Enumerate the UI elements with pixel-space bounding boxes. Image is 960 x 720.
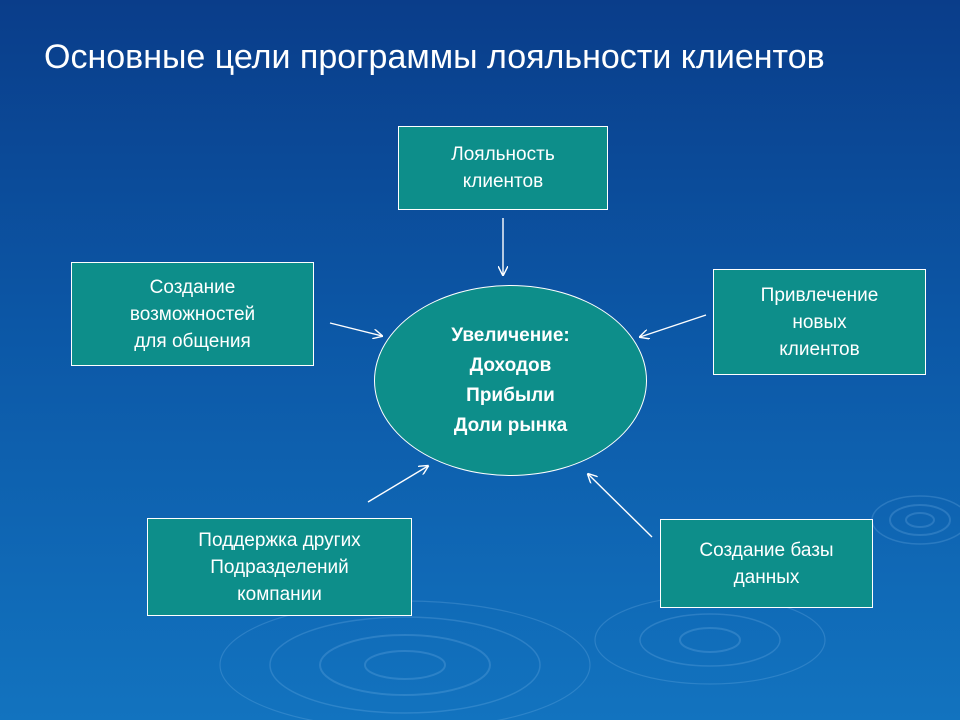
arrow-departments-to-center bbox=[367, 466, 428, 503]
node-label: Привлечение новых клиентов bbox=[760, 284, 879, 360]
arrow-new-clients-to-center bbox=[640, 314, 707, 337]
arrow-database-to-center bbox=[588, 474, 653, 538]
node-attracting-new-clients: Привлечение новых клиентов bbox=[713, 269, 926, 375]
node-label: Создание базы данных bbox=[699, 539, 834, 588]
node-label: Поддержка других Подразделений компании bbox=[198, 529, 361, 605]
slide-title: Основные цели программы лояльности клиен… bbox=[44, 38, 825, 76]
node-customer-loyalty: Лояльность клиентов bbox=[398, 126, 608, 210]
node-supporting-departments: Поддержка других Подразделений компании bbox=[147, 518, 412, 616]
node-label: Создание возможностей для общения bbox=[129, 276, 256, 352]
arrow-communication-to-center bbox=[329, 322, 382, 336]
node-label: Лояльность клиентов bbox=[451, 144, 555, 192]
center-goal-label: Увеличение: Доходов Прибыли Доли рынка bbox=[451, 324, 570, 436]
node-database-creation: Создание базы данных bbox=[660, 519, 873, 608]
node-communication-opportunities: Создание возможностей для общения bbox=[71, 262, 314, 366]
center-goal-ellipse: Увеличение: Доходов Прибыли Доли рынка bbox=[374, 285, 647, 476]
